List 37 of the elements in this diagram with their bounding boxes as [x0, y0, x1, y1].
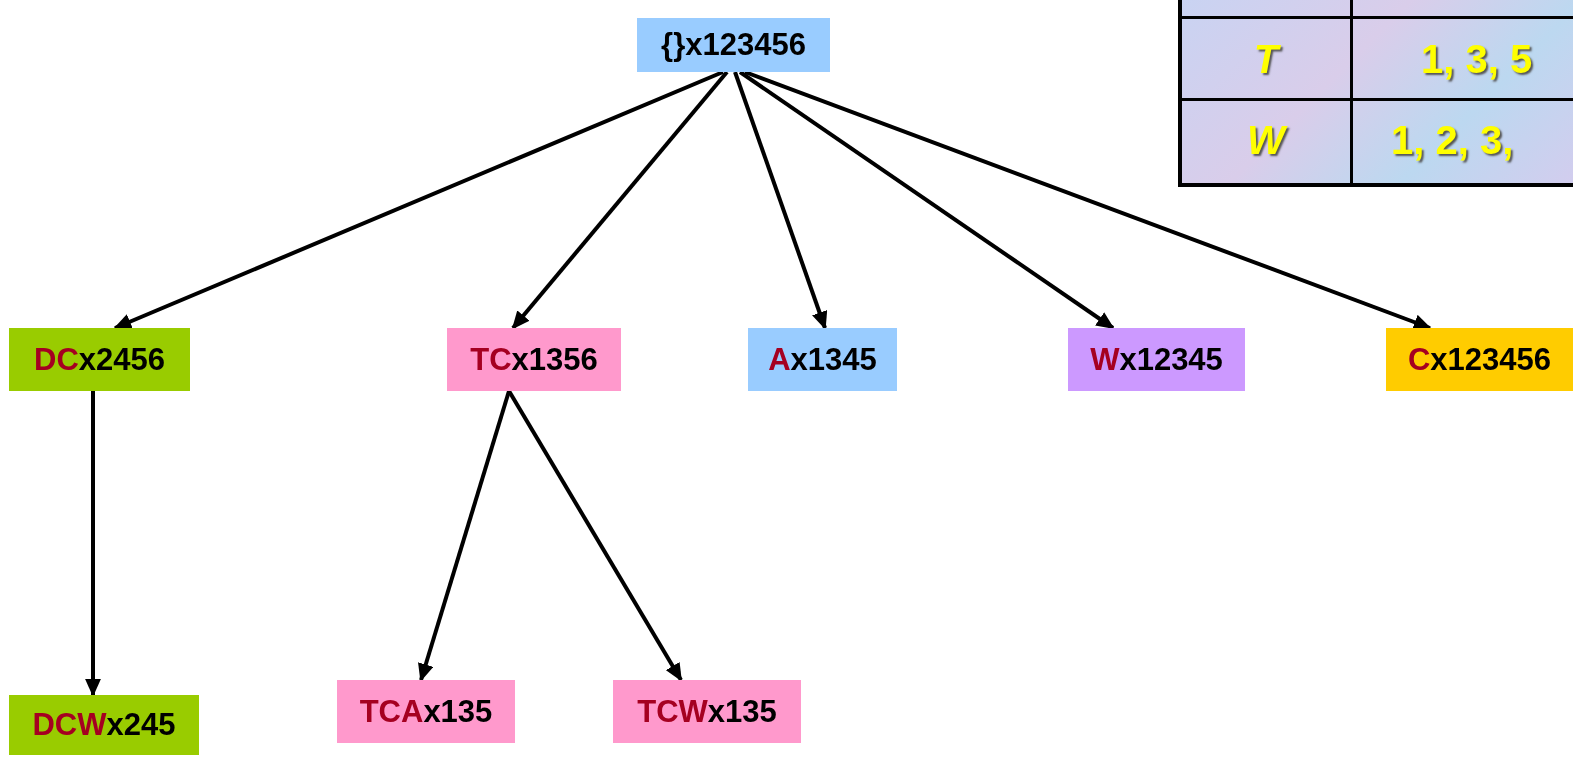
- node-label: x1345: [790, 341, 877, 378]
- node-label: x245: [106, 707, 176, 743]
- arrow: [738, 70, 1115, 330]
- node-label: x135: [423, 693, 493, 730]
- arrow: [113, 70, 724, 330]
- node-label: x123456: [1430, 341, 1552, 378]
- node-label: x1356: [511, 341, 598, 378]
- node-label: x135: [707, 693, 777, 730]
- arrow: [417, 390, 511, 682]
- arrow: [85, 391, 101, 697]
- node-label: {}x123456: [661, 27, 806, 63]
- node-box: [9, 328, 190, 391]
- node-box: [613, 680, 801, 743]
- table-cell-text: 1, 3, 5: [1421, 36, 1533, 82]
- table-cell-text: T: [1253, 36, 1279, 82]
- node-label: A: [768, 341, 791, 378]
- node-label: x12345: [1119, 341, 1223, 378]
- node-label: TC: [470, 341, 512, 378]
- node-box: [447, 328, 621, 391]
- node-box: [9, 695, 199, 755]
- arrow: [511, 70, 729, 330]
- node-box: [637, 18, 830, 72]
- arrow: [733, 71, 828, 330]
- node-label: W: [1090, 341, 1120, 378]
- node-label: TCA: [359, 693, 424, 730]
- node-label: x2456: [78, 341, 165, 378]
- node-box: [1386, 328, 1573, 391]
- node-box: [748, 328, 897, 391]
- node-box: [337, 680, 515, 743]
- node-label: TCW: [637, 693, 708, 730]
- node-label: DCW: [32, 707, 107, 743]
- node-label: C: [1407, 341, 1431, 378]
- arrow: [744, 70, 1432, 331]
- table-cell-text: 1, 2, 3,: [1391, 117, 1514, 163]
- arrow: [507, 389, 683, 682]
- node-label: DC: [34, 341, 79, 378]
- node-box: [1068, 328, 1245, 391]
